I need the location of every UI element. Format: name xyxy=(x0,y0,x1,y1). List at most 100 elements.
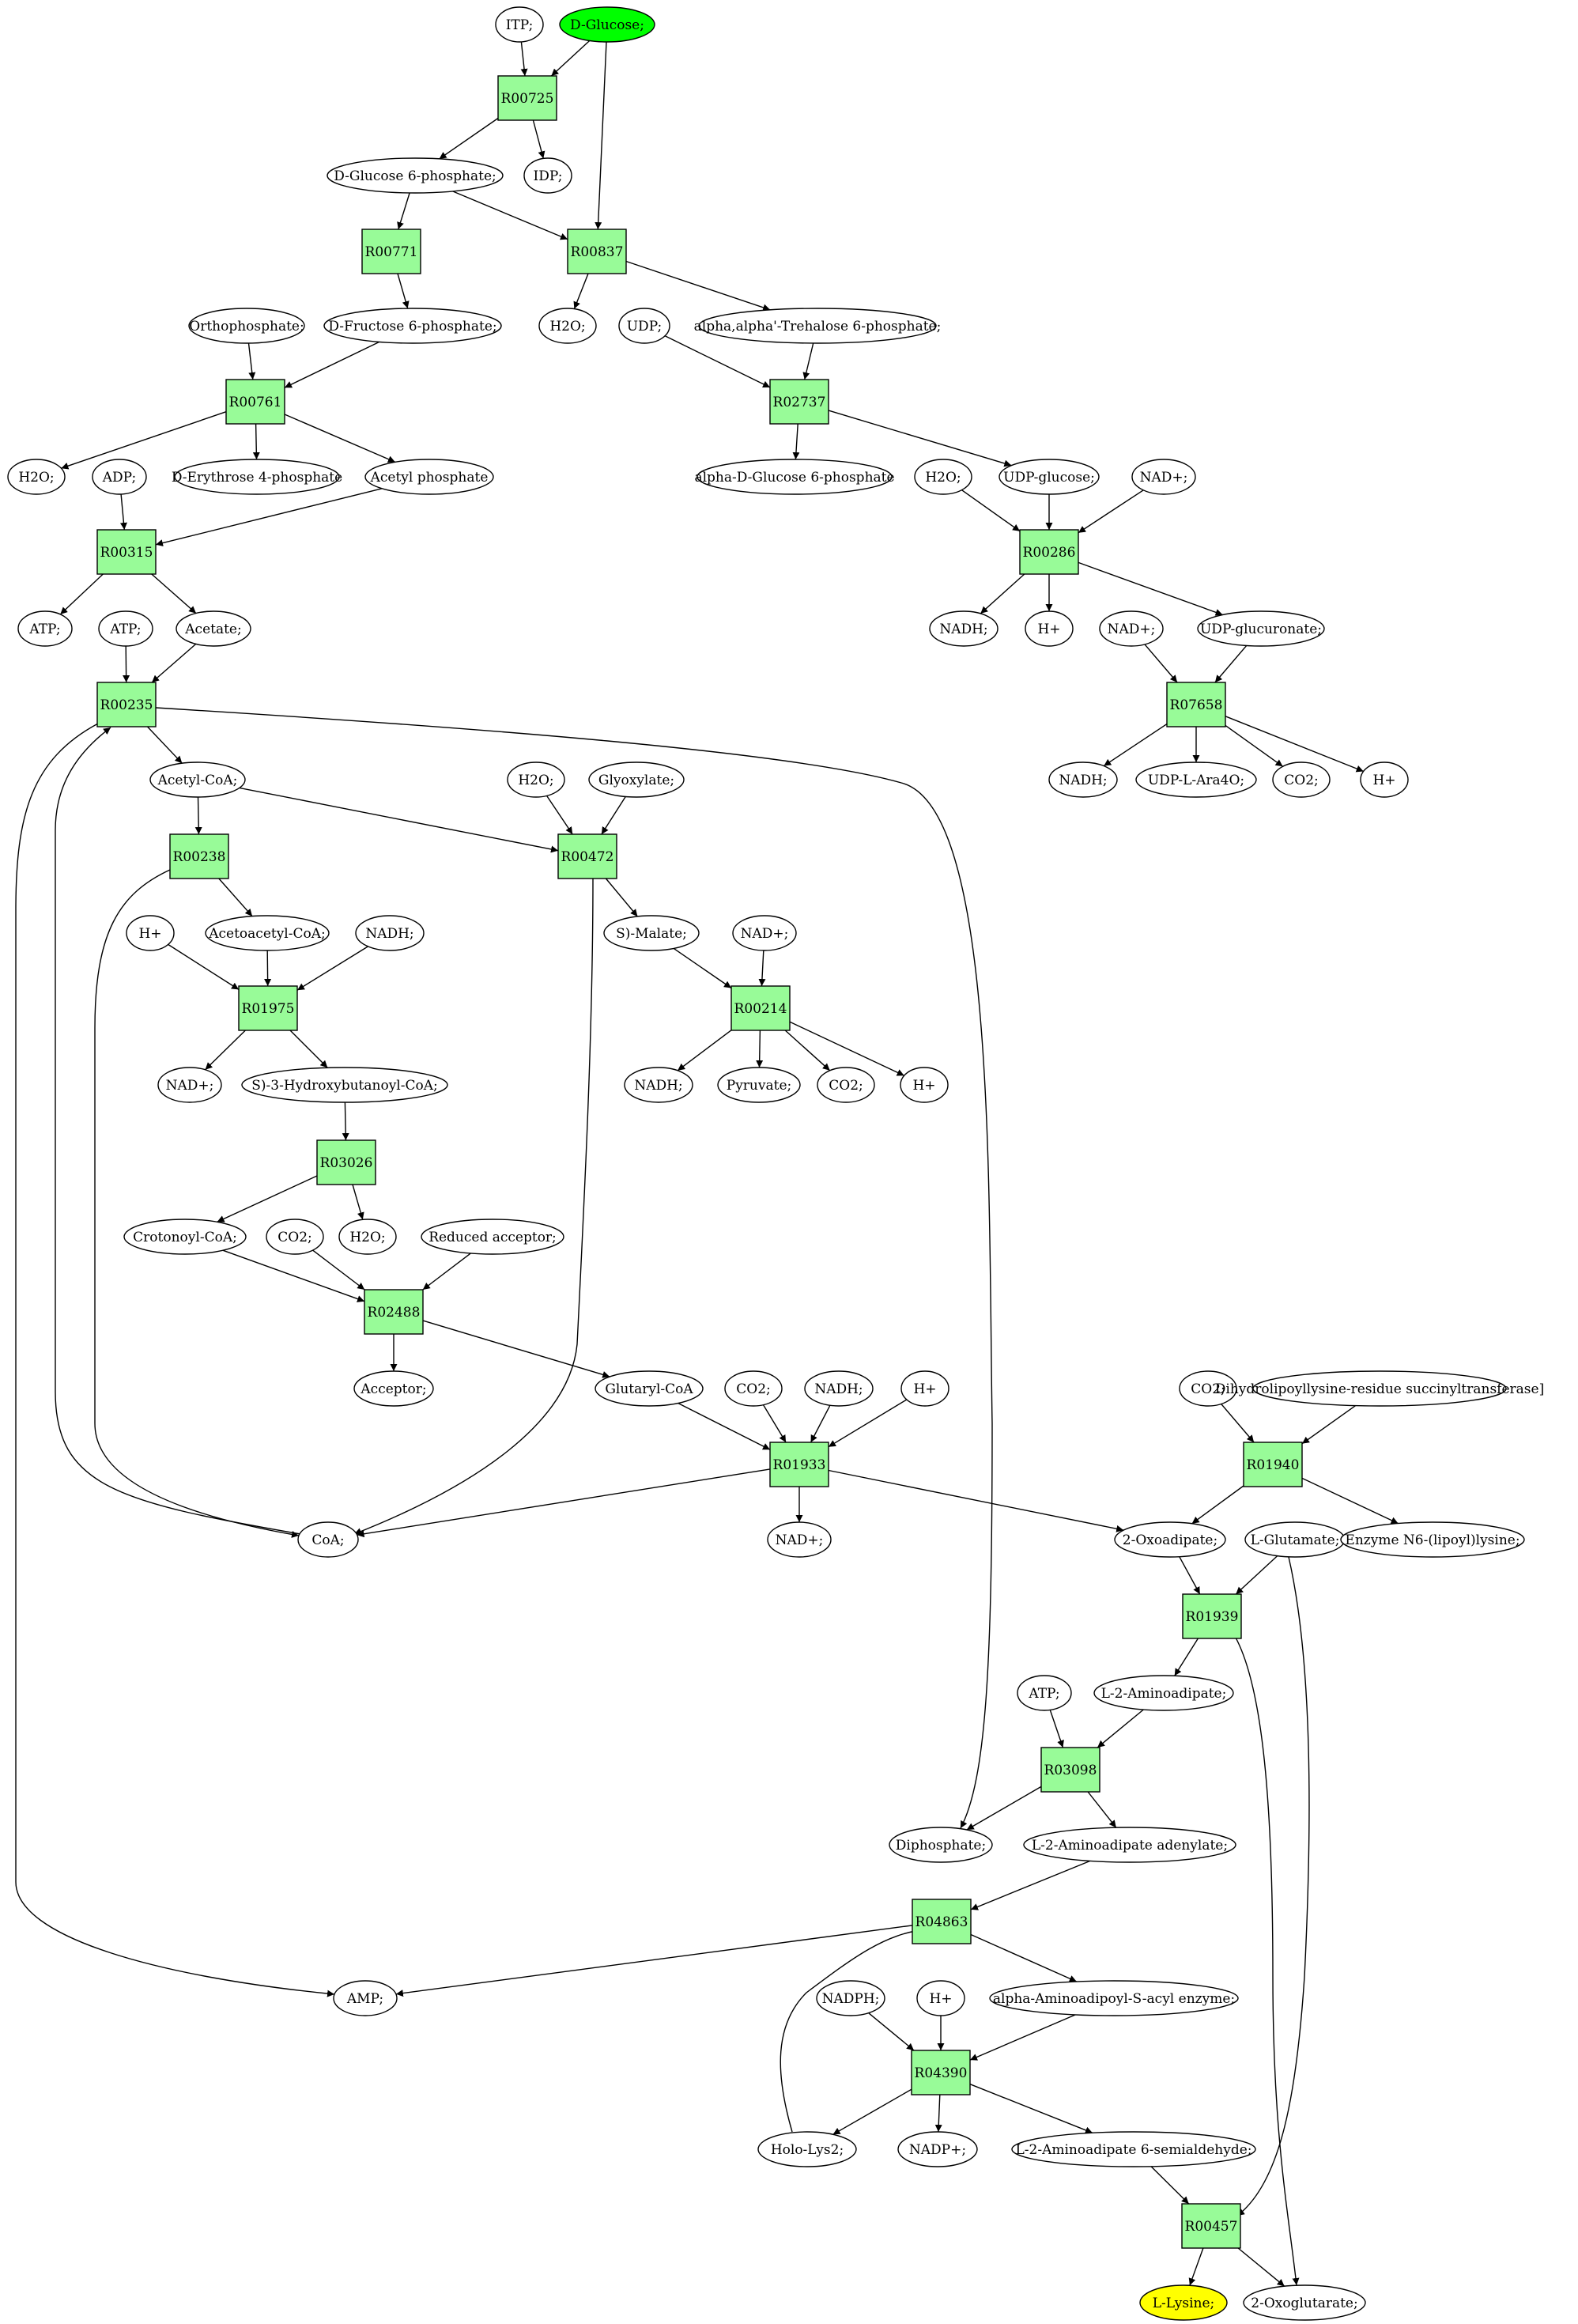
reaction-node-r07658: R07658 xyxy=(1166,682,1226,727)
reaction-node-r00238: R00238 xyxy=(169,833,229,879)
compound-ellipse xyxy=(1017,1675,1072,1711)
reaction-box xyxy=(316,1139,376,1185)
compound-ellipse xyxy=(123,1219,247,1255)
edge-R00725-to-IDP xyxy=(532,119,546,159)
edge-R00214-to-Pyruvate xyxy=(756,1030,764,1068)
node-label: H+ xyxy=(912,1078,935,1094)
compound-ellipse xyxy=(355,915,425,951)
edge-R01939-to-Oxoglutarate xyxy=(1229,1627,1300,2286)
edge-R02488-to-GlutCoA xyxy=(422,1320,610,1378)
compound-node-h2o-d: H2O; xyxy=(507,761,565,798)
node-label: L-2-Aminoadipate adenylate; xyxy=(1032,1838,1228,1854)
compound-node-co2-a: CO2; xyxy=(1272,761,1331,798)
compound-node-aaenz: alpha-Aminoadipoyl-S-acyl enzyme; xyxy=(989,1980,1239,2016)
reaction-node-r04863: R04863 xyxy=(912,1899,972,1944)
compound-node-l2aaad: L-2-Aminoadipate adenylate; xyxy=(1023,1827,1236,1863)
node-label: Acetoacetyl-CoA; xyxy=(208,926,326,942)
compound-ellipse xyxy=(338,1219,397,1255)
edge-CO2_c-to-R02488 xyxy=(312,1249,365,1290)
edge-R04390-to-L2AAsa xyxy=(969,2084,1093,2134)
edge-Oxoadipate-to-R01939 xyxy=(1179,1556,1201,1595)
node-label: H2O; xyxy=(549,319,585,334)
node-label: NAD+; xyxy=(776,1532,824,1548)
edge-L2AA-to-R03098 xyxy=(1097,1709,1144,1748)
reaction-box xyxy=(769,379,829,425)
compound-node-co2-b: CO2; xyxy=(817,1067,875,1103)
node-label: Dihydrolipoyllysine-residue succinyltran… xyxy=(1215,1381,1544,1397)
node-label: UDP-L-Ara4O; xyxy=(1148,773,1244,788)
compound-node-nadph: NADPH; xyxy=(816,1980,885,2016)
reaction-node-r00457: R00457 xyxy=(1181,2203,1241,2249)
node-label: H+ xyxy=(138,926,161,942)
compound-node-hp-f: H+ xyxy=(916,1980,965,2016)
edge-R00214-to-NADH_d xyxy=(677,1030,732,1071)
edge-R04390-to-HoloLys2 xyxy=(832,2088,912,2135)
edge-R00457-to-Oxoglutarate xyxy=(1237,2247,1285,2287)
reaction-box xyxy=(730,985,791,1031)
node-label: R00315 xyxy=(100,545,153,561)
node-label: R00725 xyxy=(501,91,554,107)
reaction-node-r02737: R02737 xyxy=(769,379,829,425)
reaction-node-r00286: R00286 xyxy=(1019,529,1079,575)
compound-node-atp-b: ATP; xyxy=(98,610,153,647)
compound-ellipse xyxy=(1197,610,1325,647)
reaction-box xyxy=(238,985,298,1031)
reaction-box xyxy=(912,1899,972,1944)
edge-UDPGlcA-to-R07658 xyxy=(1214,644,1248,683)
edge-R00472-to-SMalate xyxy=(605,878,638,917)
compound-ellipse xyxy=(149,761,246,798)
edge-R04863-to-AAenz xyxy=(970,1933,1078,1982)
edge-NADH_e-to-R01933 xyxy=(810,1404,831,1443)
node-label: R00761 xyxy=(229,395,282,410)
compound-ellipse xyxy=(333,1980,398,2016)
node-label: H+ xyxy=(1037,622,1060,637)
compound-node-hp-b: H+ xyxy=(1360,761,1409,798)
compound-node-hbcoa: S)-3-Hydroxybutanoyl-CoA; xyxy=(241,1067,448,1103)
node-label: NADH; xyxy=(1059,773,1107,788)
compound-node-hp-d: H+ xyxy=(900,1067,949,1103)
reaction-node-r00214: R00214 xyxy=(730,985,791,1031)
compound-ellipse xyxy=(804,1370,874,1407)
edge-L2AAsa-to-R00457 xyxy=(1150,2166,1190,2205)
node-label: Reduced acceptor; xyxy=(428,1230,557,1245)
compound-node-crotcoa: Crotonoyl-CoA; xyxy=(123,1219,247,1255)
compound-node-ppi: Diphosphate; xyxy=(889,1827,993,1863)
compound-node-co2-c: CO2; xyxy=(266,1219,324,1255)
node-label: R00235 xyxy=(100,697,153,713)
compound-ellipse xyxy=(157,1067,222,1103)
node-label: ATP; xyxy=(1028,1686,1059,1702)
node-label: ATP; xyxy=(28,622,60,637)
reaction-node-r00315: R00315 xyxy=(96,529,157,575)
compound-node-tre6p: alpha,alpha'-Trehalose 6-phosphate; xyxy=(694,308,941,344)
edge-LGlu-to-R01939 xyxy=(1235,1555,1278,1595)
node-label: Acetyl phosphate xyxy=(370,470,489,486)
edge-UDP-to-R02737 xyxy=(664,335,771,388)
node-label: L-Lysine; xyxy=(1153,2296,1215,2311)
node-label: NADP+; xyxy=(909,2142,966,2158)
compound-ellipse xyxy=(767,1521,832,1558)
node-label: H2O; xyxy=(925,470,961,486)
compound-node-nadh-e: NADH; xyxy=(804,1370,874,1407)
edge-DHLST-to-R01940 xyxy=(1301,1405,1357,1445)
compound-node-adp: ADP; xyxy=(92,459,147,495)
compound-ellipse xyxy=(323,308,502,344)
reaction-node-r00725: R00725 xyxy=(497,75,557,121)
edge-R00235-to-AMP xyxy=(15,723,335,1997)
edge-HoloLys2-to-R04863 xyxy=(780,1926,927,2133)
edge-AcAcCoA-to-R01975 xyxy=(264,950,272,987)
edge-R01939-to-L2AA xyxy=(1174,1638,1199,1676)
edge-NADH_c-to-R01975 xyxy=(296,946,368,991)
node-label: alpha-Aminoadipoyl-S-acyl enzyme; xyxy=(993,1991,1235,2007)
compound-node-e4p: D-Erythrose 4-phosphate xyxy=(172,459,342,495)
node-label: R01975 xyxy=(242,1001,295,1017)
edge-R01975-to-HBCoA xyxy=(289,1030,328,1068)
node-label: R00214 xyxy=(734,1001,787,1017)
edge-R04863-to-AMP xyxy=(395,1925,913,1997)
compound-ellipse xyxy=(1179,1370,1237,1407)
compound-ellipse xyxy=(7,459,66,495)
compound-ellipse xyxy=(618,308,670,344)
edge-Glyoxylate-to-R00472 xyxy=(601,796,626,835)
edge-NADp_b-to-R07658 xyxy=(1144,644,1178,683)
reaction-box xyxy=(497,75,557,121)
